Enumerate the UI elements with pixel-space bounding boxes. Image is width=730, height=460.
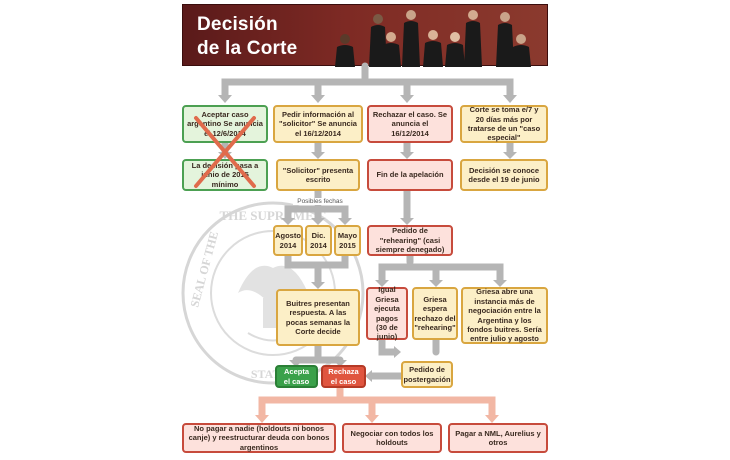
outcome-negotiate-box: Negociar con todos los holdouts [342, 423, 442, 453]
request-solicitor-box: Pedir información al "solicitor" Se anun… [273, 105, 363, 143]
outcome-pay-nml-box: Pagar a NML, Aurelius y otros [448, 423, 548, 453]
decision-june-box: Decisión se conoce desde el 19 de junio [460, 159, 548, 191]
griesa-waits-box: Griesa espera rechazo del "rehearing" [412, 287, 458, 340]
date-dec-2014: Dic. 2014 [305, 225, 332, 256]
outcome-no-pay-box: No pagar a nadie (holdouts ni bonos canj… [182, 423, 336, 453]
reject-case-box: Rechazar el caso. Se anuncia el 16/12/20… [367, 105, 453, 143]
title-line-1: Decisión [197, 14, 278, 35]
date-may-2015: Mayo 2015 [334, 225, 361, 256]
justices-photo [335, 10, 531, 67]
griesa-negotiation-box: Griesa abre una instancia más de negocia… [461, 287, 548, 344]
possible-dates-label: Posibles fechas [293, 198, 347, 205]
date-august-2014: Agosto 2014 [273, 225, 303, 256]
end-appeal-box: Fin de la apelación [367, 159, 453, 191]
special-case-box: Corte se toma e/7 y 20 días más por trat… [460, 105, 548, 143]
cross-out-icon [194, 116, 256, 188]
postponement-request-box: Pedido de postergación [401, 361, 453, 388]
buitres-respond-box: Buitres presentan respuesta. A las pocas… [276, 289, 360, 346]
accept-case-box: Aceptar caso argentino Se anuncia el 12/… [182, 105, 268, 143]
griesa-executes-box: Igual Griesa ejecuta pagos (30 de junio) [366, 285, 408, 341]
header-banner: Decisión de la Corte [182, 4, 548, 67]
accepts-case-box: Acepta el caso [275, 365, 318, 388]
rejects-case-box: Rechaza el caso [321, 365, 366, 388]
solicitor-result-box: "Solicitor" presenta escrito [276, 159, 360, 191]
rehearing-box: Pedido de "rehearing" (casi siempre dene… [367, 225, 453, 256]
title-line-2: de la Corte [197, 38, 298, 59]
